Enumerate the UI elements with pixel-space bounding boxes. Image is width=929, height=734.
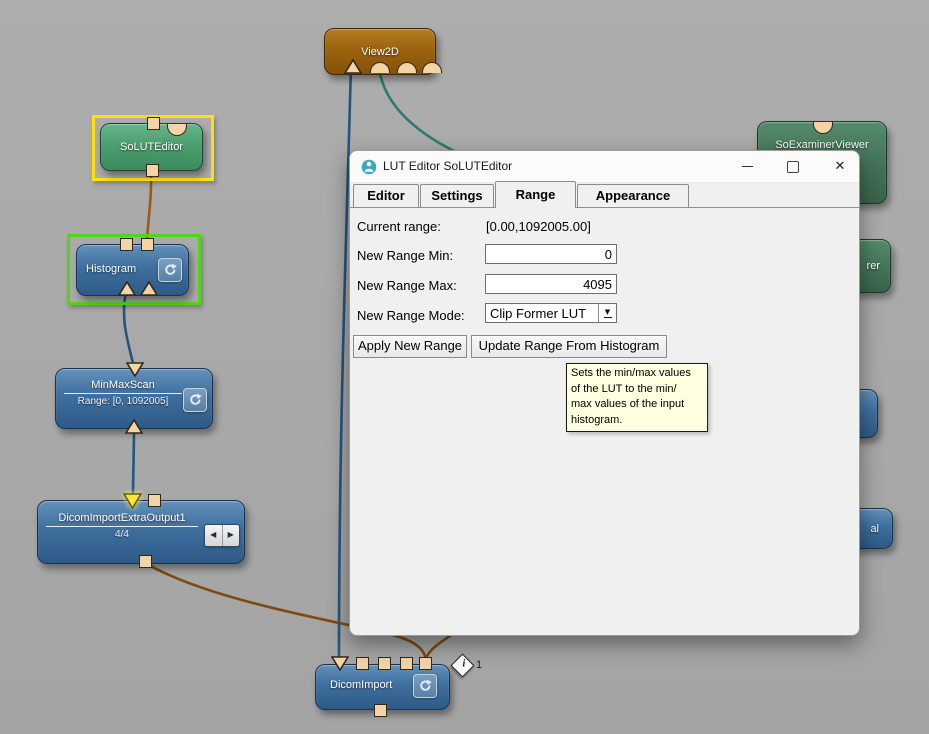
node-label: DicomImport [330, 679, 393, 691]
node-histogram[interactable]: Histogram [76, 238, 189, 296]
tab-bar: Editor Settings Range Appearance [350, 181, 859, 208]
output-connector[interactable] [378, 657, 391, 670]
output-connector[interactable] [331, 656, 349, 671]
chevron-down-icon[interactable]: ▼ [598, 304, 616, 322]
tab-settings[interactable]: Settings [420, 184, 494, 207]
node-dicomimport[interactable]: DicomImport [315, 656, 450, 717]
selected-mode: Clip Former LUT [490, 305, 587, 321]
tab-appearance[interactable]: Appearance [577, 184, 689, 207]
image-input-connector[interactable] [344, 59, 362, 74]
edge-dicomimport-view2d[interactable] [337, 63, 353, 661]
new-range-min-input[interactable] [485, 244, 617, 264]
new-range-mode-select[interactable]: Clip Former LUT ▼ [485, 303, 617, 323]
output-connector[interactable] [141, 238, 154, 251]
node-page-text: 4/4 [115, 529, 129, 540]
selection-frame-yellow [92, 115, 214, 181]
output-connector[interactable] [374, 704, 387, 717]
refresh-icon[interactable] [183, 388, 207, 412]
edge-dicomextra-dicomimport[interactable] [146, 562, 428, 661]
selection-frame-green [67, 234, 201, 305]
edge-histogram-minmaxscan[interactable] [122, 291, 136, 369]
new-range-mode-label: New Range Mode: [357, 308, 465, 323]
node-label: rer [866, 260, 880, 272]
node-view2d[interactable]: View2D [324, 28, 442, 75]
node-label: SoLUTEditor [120, 141, 183, 153]
scene-output-connector[interactable] [813, 122, 833, 134]
output-connector-highlighted[interactable] [123, 493, 142, 509]
node-label: Histogram [86, 263, 137, 275]
current-range-label: Current range: [357, 219, 441, 234]
node-label: DicomImportExtraOutput1 [46, 512, 198, 527]
maximize-button[interactable] [778, 156, 808, 177]
output-connector[interactable] [400, 657, 413, 670]
minimize-icon [741, 166, 753, 167]
new-range-max-input[interactable] [485, 274, 617, 294]
edge-minmaxscan-dicomextra[interactable] [131, 427, 136, 503]
pager-right-icon[interactable]: ▶ [221, 525, 240, 546]
input-connector[interactable] [125, 419, 143, 434]
output-connector[interactable] [356, 657, 369, 670]
tab-range[interactable]: Range [495, 181, 576, 208]
dialog-title: LUT Editor SoLUTEditor [383, 159, 513, 173]
node-label: al [870, 522, 879, 535]
node-label: SoExaminerViewer [775, 139, 869, 151]
output-connector[interactable] [139, 555, 152, 568]
node-range-text: Range: [0, 1092005] [77, 396, 169, 407]
update-range-from-histogram-button[interactable]: Update Range From Histogram [471, 335, 667, 358]
node-label: MinMaxScan [64, 379, 182, 394]
input-connector[interactable] [140, 281, 158, 296]
node-solutEditor[interactable]: SoLUTEditor [100, 117, 203, 177]
node-minmaxscan[interactable]: MinMaxScan Range: [0, 1092005] [55, 362, 213, 434]
output-connector[interactable] [120, 238, 133, 251]
input-connector[interactable] [118, 281, 136, 296]
app-icon [361, 159, 377, 178]
refresh-icon[interactable] [158, 258, 182, 282]
minimize-button[interactable] [732, 156, 762, 177]
maximize-icon [787, 160, 799, 173]
refresh-icon[interactable] [413, 674, 437, 698]
tooltip: Sets the min/max values of the LUT to th… [566, 363, 708, 432]
pager-left-icon[interactable]: ◀ [210, 530, 217, 539]
close-icon: ✕ [834, 159, 846, 174]
tab-editor[interactable]: Editor [353, 184, 419, 207]
lut-editor-dialog[interactable]: LUT Editor SoLUTEditor ✕ Editor Settings… [349, 150, 860, 636]
new-range-min-label: New Range Min: [357, 248, 454, 263]
dialog-titlebar[interactable]: LUT Editor SoLUTEditor ✕ [350, 151, 859, 183]
input-connector[interactable] [146, 164, 159, 177]
output-pager[interactable]: ◀ ▶ [204, 524, 240, 547]
node-dicomimportextraoutput1[interactable]: DicomImportExtraOutput1 4/4 ◀ ▶ [37, 493, 245, 568]
edge-view2d-scene[interactable] [377, 67, 459, 155]
current-range-value: [0.00,1092005.00] [486, 219, 591, 234]
apply-new-range-button[interactable]: Apply New Range [353, 335, 467, 358]
output-connector[interactable] [419, 657, 432, 670]
new-range-max-label: New Range Max: [357, 278, 457, 293]
output-connector[interactable] [148, 494, 161, 507]
output-connector[interactable] [126, 362, 144, 377]
output-connector[interactable] [147, 117, 160, 130]
close-button[interactable]: ✕ [825, 156, 855, 177]
info-count-badge: 1 [476, 659, 483, 671]
node-label: View2D [361, 45, 399, 58]
